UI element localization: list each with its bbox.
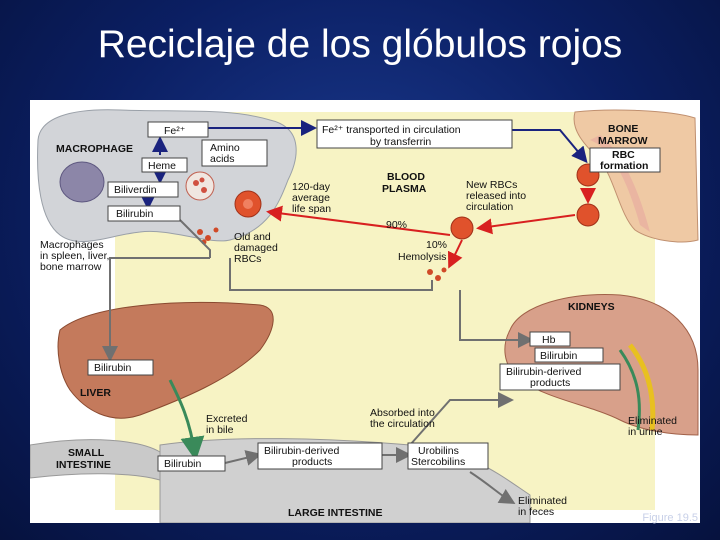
svg-text:damaged: damaged xyxy=(234,242,278,254)
svg-text:Hb: Hb xyxy=(542,334,556,346)
arrow-new-rbc xyxy=(476,214,576,235)
svg-text:Bilirubin: Bilirubin xyxy=(94,362,132,374)
svg-text:New RBCs: New RBCs xyxy=(466,179,517,191)
svg-text:Macrophages: Macrophages xyxy=(40,239,104,251)
label-kidneys: KIDNEYS xyxy=(568,301,615,313)
svg-text:Bilirubin-derived: Bilirubin-derived xyxy=(506,366,581,378)
arrow-hemolysis xyxy=(447,239,463,269)
svg-text:acids: acids xyxy=(210,153,235,165)
svg-text:bone marrow: bone marrow xyxy=(40,261,102,273)
svg-text:Eliminated: Eliminated xyxy=(518,495,567,507)
svg-text:Bilirubin: Bilirubin xyxy=(164,458,202,470)
svg-text:Bilirubin-derived: Bilirubin-derived xyxy=(264,445,339,457)
arrow-to-feces xyxy=(469,471,516,505)
svg-text:Fe²⁺: Fe²⁺ xyxy=(164,125,186,137)
ingested-rbc xyxy=(185,171,215,201)
arrow-circulation-loop xyxy=(229,258,433,291)
svg-text:Hemolysis: Hemolysis xyxy=(398,251,446,263)
svg-text:Fe²⁺ transported in circulatio: Fe²⁺ transported in circulation xyxy=(322,124,461,136)
slide-title: Reciclaje de los glóbulos rojos xyxy=(97,23,623,66)
svg-text:RBCs: RBCs xyxy=(234,253,261,265)
arrow-bile-excretion xyxy=(168,379,205,461)
svg-text:in feces: in feces xyxy=(518,506,554,518)
svg-text:10%: 10% xyxy=(426,239,447,251)
label-small-intestine-1: SMALL xyxy=(68,447,105,459)
label-eliminated-urine: Eliminated in urine xyxy=(628,415,677,438)
label-blood-plasma-1: BLOOD xyxy=(387,171,425,183)
svg-text:Bilirubin: Bilirubin xyxy=(540,350,578,362)
svg-text:life span: life span xyxy=(292,203,331,215)
svg-text:RBC: RBC xyxy=(612,149,635,161)
rbc-circulating xyxy=(450,216,474,240)
arrow-to-kidney-hb xyxy=(459,290,534,348)
svg-text:Heme: Heme xyxy=(148,160,176,172)
box-bilirubin-intestine: Bilirubin xyxy=(157,455,226,472)
svg-text:in spleen, liver,: in spleen, liver, xyxy=(40,250,109,262)
box-heme: Heme xyxy=(141,157,188,173)
label-blood-plasma-2: PLASMA xyxy=(382,183,427,195)
svg-text:by transferrin: by transferrin xyxy=(370,136,431,148)
label-old-rbcs: Old and damaged RBCs xyxy=(234,231,278,265)
svg-text:Biliverdin: Biliverdin xyxy=(114,184,157,196)
svg-text:Amino: Amino xyxy=(210,142,240,154)
label-macrophages-location: Macrophages in spleen, liver, bone marro… xyxy=(40,239,109,273)
arrow-bilirubin-to-plasma xyxy=(179,219,211,258)
label-small-intestine-2: INTESTINE xyxy=(56,459,111,471)
box-biliverdin: Biliverdin xyxy=(107,181,179,198)
svg-text:in urine: in urine xyxy=(628,426,663,438)
svg-text:Eliminated: Eliminated xyxy=(628,415,677,427)
arrow-transferrin xyxy=(512,129,588,164)
box-kidney-bilirubin: Bilirubin xyxy=(534,347,604,363)
svg-text:circulation: circulation xyxy=(466,201,513,213)
label-lifespan: 120-day average life span xyxy=(292,181,331,215)
label-macrophage: MACROPHAGE xyxy=(56,143,133,155)
svg-text:120-day: 120-day xyxy=(292,181,331,193)
label-eliminated-feces: Eliminated in feces xyxy=(518,495,567,518)
liver xyxy=(57,301,274,419)
svg-text:Stercobilins: Stercobilins xyxy=(411,456,465,468)
svg-text:Absorbed into: Absorbed into xyxy=(370,407,435,419)
label-90-percent: 90% xyxy=(386,219,407,231)
label-absorbed: Absorbed into the circulation xyxy=(370,407,435,430)
svg-text:products: products xyxy=(292,456,332,468)
label-liver: LIVER xyxy=(80,387,111,399)
box-fe: Fe²⁺ xyxy=(147,121,209,138)
svg-text:Old and: Old and xyxy=(234,231,271,243)
svg-text:Bilirubin: Bilirubin xyxy=(116,208,154,220)
label-new-rbcs: New RBCs released into circulation xyxy=(466,179,526,213)
svg-text:in bile: in bile xyxy=(206,424,234,436)
label-bone-2: MARROW xyxy=(598,135,648,147)
svg-text:the circulation: the circulation xyxy=(370,418,435,430)
svg-text:released into: released into xyxy=(466,190,526,202)
label-large-intestine: LARGE INTESTINE xyxy=(288,507,383,519)
arrow-plasma-to-liver xyxy=(102,257,210,362)
box-bilirubin-liver: Bilirubin xyxy=(87,359,154,376)
label-bone-1: BONE xyxy=(608,123,638,135)
svg-text:products: products xyxy=(530,377,570,389)
arrow-90-percent xyxy=(266,205,451,236)
label-excreted-bile: Excreted in bile xyxy=(206,413,248,436)
box-bilirubin-macrophage: Bilirubin xyxy=(107,205,181,222)
svg-text:Urobilins: Urobilins xyxy=(418,445,459,457)
svg-text:formation: formation xyxy=(600,160,648,172)
arrow-absorbed xyxy=(409,392,514,446)
figure-caption: Figure 19.5 xyxy=(642,512,698,524)
rbc-marrow-2 xyxy=(576,203,600,227)
label-hemolysis: 10% Hemolysis xyxy=(398,239,447,263)
svg-text:Excreted: Excreted xyxy=(206,413,248,425)
box-hb: Hb xyxy=(529,331,571,347)
macrophage-nucleus xyxy=(59,161,105,203)
arrow-bilirubin-to-derived xyxy=(224,450,262,466)
svg-text:average: average xyxy=(292,192,330,204)
